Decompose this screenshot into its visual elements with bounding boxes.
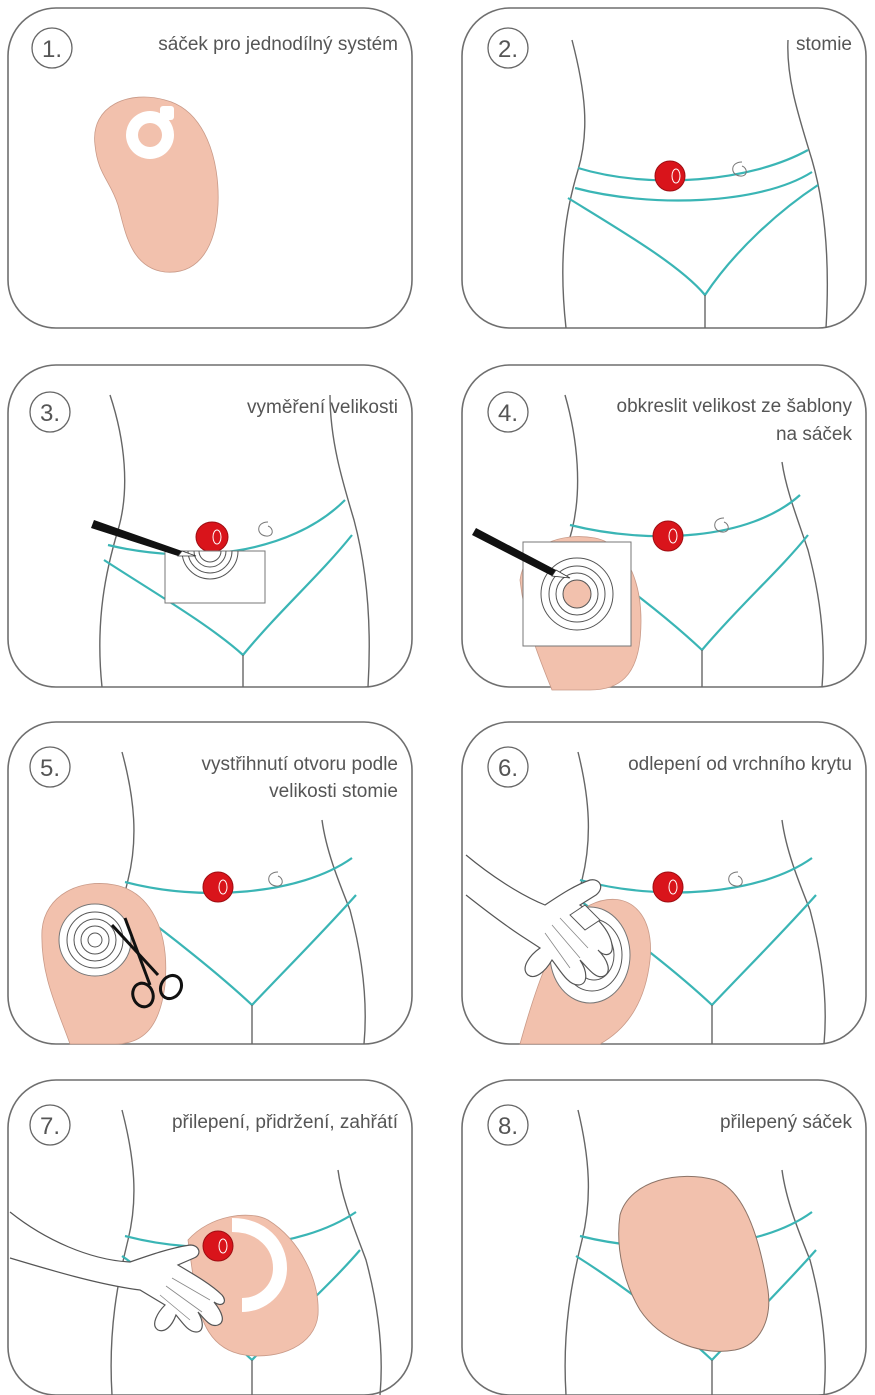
measuring-template-icon	[165, 551, 265, 603]
measuring-template-icon	[523, 542, 631, 646]
stoma-icon	[655, 161, 685, 191]
step-number: 8.	[498, 1113, 518, 1140]
stoma-icon	[653, 872, 683, 902]
step-number: 3.	[40, 400, 60, 427]
step-number: 6.	[498, 755, 518, 782]
panel-5: 5. vystřihnutí otvoru podle velikosti st…	[8, 722, 412, 1044]
step-number: 7.	[40, 1113, 60, 1140]
panel-3: 3. vyměření velikosti	[8, 365, 412, 687]
stoma-icon	[196, 522, 228, 552]
panel-2: 2. stomie	[462, 8, 866, 328]
step-caption-line-2: na sáček	[776, 424, 853, 445]
step-number: 5.	[40, 755, 60, 782]
step-number: 1.	[42, 36, 62, 63]
stoma-icon	[203, 1231, 233, 1261]
step-caption: přilepený sáček	[720, 1112, 853, 1133]
panel-1: 1. sáček pro jednodílný systém	[8, 8, 412, 328]
panel-8: 8. přilepený sáček	[462, 1080, 866, 1395]
step-caption: vyměření velikosti	[247, 397, 398, 418]
stoma-icon	[653, 521, 683, 551]
step-caption: stomie	[796, 34, 852, 55]
panel-6: 6. odlepení od vrchního krytu	[462, 722, 866, 1044]
panel-4: 4. obkreslit velikost ze šablony na sáče…	[462, 365, 866, 690]
step-caption-line-2: velikosti stomie	[269, 781, 398, 802]
step-number: 4.	[498, 400, 518, 427]
step-caption: přilepení, přidržení, zahřátí	[172, 1112, 399, 1133]
step-caption: vystřihnutí otvoru podle	[202, 754, 398, 775]
step-caption: sáček pro jednodílný systém	[158, 34, 398, 55]
step-number: 2.	[498, 36, 518, 63]
step-caption: obkreslit velikost ze šablony	[617, 396, 853, 417]
step-caption: odlepení od vrchního krytu	[628, 754, 852, 775]
panel-7: 7. přilepení, přidržení, zahřátí	[8, 1080, 412, 1395]
stoma-icon	[203, 872, 233, 902]
